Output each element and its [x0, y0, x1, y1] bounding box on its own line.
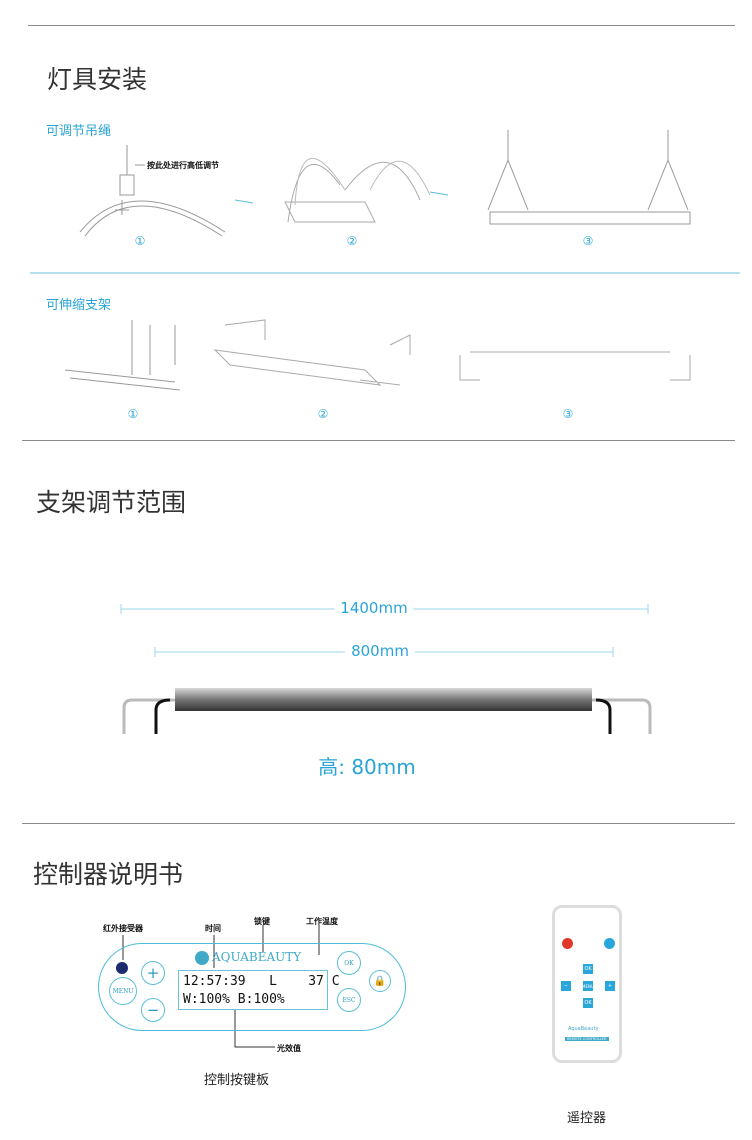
remote-control: OK − MENU + OK AquaBeauty REMOTE CONTROL…: [552, 905, 622, 1063]
power-button[interactable]: [562, 938, 573, 949]
remote-ok-button[interactable]: OK: [583, 964, 593, 974]
range-diagram: [120, 604, 652, 734]
plus-button[interactable]: +: [141, 961, 165, 985]
section-title-install: 灯具安装: [47, 65, 148, 94]
remote-plus-button[interactable]: +: [605, 981, 615, 991]
time-label: 时间: [205, 924, 221, 933]
ok-button[interactable]: OK: [337, 951, 361, 975]
menu-button[interactable]: MENU: [109, 977, 137, 1005]
remote-brand: AquaBeauty: [568, 1026, 599, 1032]
callout-lines: [122, 925, 320, 1048]
divider: [22, 440, 735, 441]
step-1: ①: [134, 234, 146, 248]
ir-receiver: [116, 962, 128, 974]
remote-minus-button[interactable]: −: [561, 981, 571, 991]
ir-receiver-label: 红外接受器: [103, 924, 143, 933]
panel-caption: 控制按键板: [204, 1073, 270, 1088]
divider: [28, 25, 735, 26]
section-title-range: 支架调节范围: [36, 488, 187, 517]
section-title-controller: 控制器说明书: [33, 860, 184, 889]
divider: [22, 823, 735, 824]
lcd-line-1: 12:57:39 L 37 C: [183, 974, 340, 989]
height-label: 高: 80mm: [312, 751, 422, 780]
brand-name: AQUABEAUTY: [212, 950, 302, 964]
step-2: ②: [317, 407, 329, 421]
remote-caption: 遥控器: [567, 1111, 607, 1126]
remote-menu-button[interactable]: MENU: [582, 981, 594, 991]
minus-button[interactable]: −: [141, 998, 165, 1022]
light-value-label: 光效值: [277, 1044, 301, 1053]
brand-logo-icon: [195, 951, 209, 965]
lcd-line-2: W:100% B:100%: [183, 992, 285, 1007]
step-2: ②: [346, 234, 358, 248]
step-3: ③: [562, 407, 574, 421]
temp-label: 工作温度: [306, 917, 338, 926]
step-3: ③: [582, 234, 594, 248]
step-1: ①: [127, 407, 139, 421]
remote-tag: REMOTE CONTROLLER: [565, 1037, 609, 1041]
min-length: 800mm: [345, 642, 415, 660]
lock-icon: 🔒: [373, 975, 387, 987]
control-panel: [98, 943, 406, 1031]
remote-esc-button[interactable]: OK: [583, 998, 593, 1008]
max-length: 1400mm: [334, 599, 414, 617]
lock-button[interactable]: 🔒: [369, 970, 391, 992]
remote-lock-button[interactable]: [604, 938, 615, 949]
hanging-rope-title: 可调节吊绳: [46, 124, 112, 139]
lcd-display: 12:57:39 L 37 C W:100% B:100%: [178, 970, 340, 1010]
lock-label: 锁键: [254, 917, 270, 926]
esc-button[interactable]: ESC: [337, 988, 361, 1012]
telescopic-bracket-title: 可伸缩支架: [46, 298, 112, 313]
installation-illustrations: [30, 130, 740, 391]
adjust-note: 按此处进行高低调节: [147, 161, 219, 170]
